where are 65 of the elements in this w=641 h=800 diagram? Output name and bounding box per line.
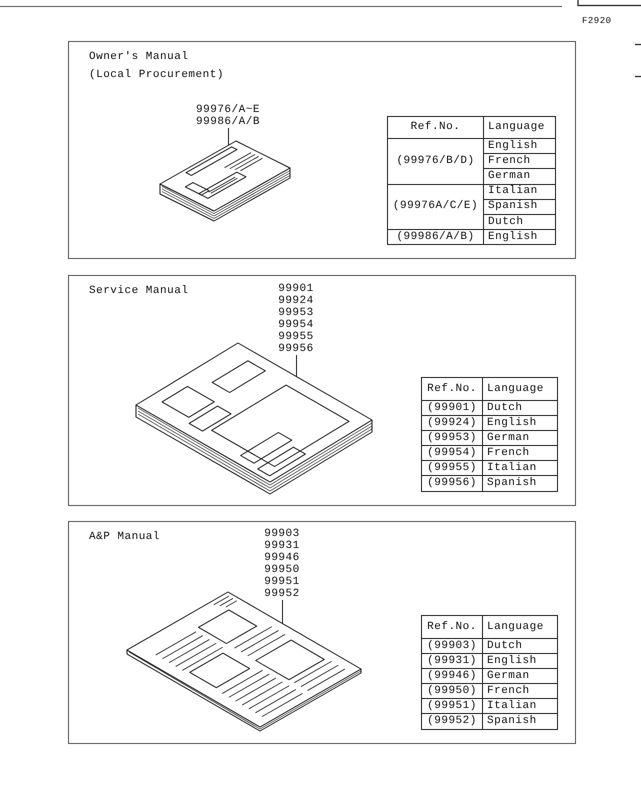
language-name: Dutch (487, 402, 523, 415)
language-name: Dutch (488, 216, 524, 229)
part-number: 99955 (277, 331, 315, 343)
language-name: Italian (488, 185, 538, 198)
language-name: French (488, 154, 531, 168)
language-name: English (487, 416, 537, 430)
ref-number: (99954) (427, 446, 477, 460)
ref-number: (99901) (427, 402, 477, 415)
ref-number: (99953) (427, 432, 477, 445)
ref-number: (99952) (427, 715, 477, 728)
ref-number: (99951) (427, 700, 477, 713)
part-number: 99954 (277, 319, 315, 331)
ref-number: (99976/B/D) (396, 154, 475, 168)
ref-number: (99950) (427, 684, 477, 698)
part-number: 99903 (263, 528, 301, 540)
part-number: 99901 (277, 283, 315, 295)
column-header: Language (487, 382, 544, 396)
language-name: English (488, 230, 538, 244)
part-number: 99952 (263, 588, 301, 600)
ref-number: (99976A/C/E) (392, 200, 478, 214)
figure-code: F2920 (582, 16, 612, 26)
part-number: 99924 (277, 295, 315, 307)
part-number: 99953 (277, 307, 315, 319)
panel-heading: A&P Manual (89, 530, 160, 545)
panel-frame (68, 521, 576, 744)
language-name: Italian (487, 700, 537, 713)
language-name: English (487, 654, 537, 668)
language-name: German (487, 670, 530, 683)
language-name: Spanish (487, 715, 537, 728)
part-number: 99951 (263, 576, 301, 588)
ref-number: (99946) (427, 670, 477, 683)
part-number: 99976/A~E (195, 104, 261, 116)
panel-heading: Service Manual (89, 284, 188, 299)
column-header: Ref.No. (427, 620, 477, 634)
column-header: Language (488, 121, 545, 134)
column-header: Language (487, 620, 544, 634)
panel-heading: Owner's Manual (89, 50, 190, 65)
ref-number: (99986/A/B) (396, 230, 475, 244)
language-name: Italian (487, 462, 537, 475)
language-name: English (488, 140, 538, 153)
language-name: Spanish (488, 200, 538, 214)
column-header: Ref.No. (427, 382, 477, 396)
column-header: Ref.No. (410, 121, 460, 134)
ref-number: (99931) (427, 654, 477, 668)
leader-line (282, 600, 283, 624)
ref-number: (99956) (427, 477, 477, 490)
panel-heading: (Local Procurement) (89, 68, 224, 83)
ref-number: (99903) (427, 640, 477, 653)
part-number: 99931 (263, 540, 301, 552)
part-number: 99956 (277, 343, 315, 355)
leader-line (228, 128, 229, 146)
language-name: Dutch (487, 640, 523, 653)
leader-line (296, 354, 297, 378)
part-number: 99950 (263, 564, 301, 576)
language-name: Spanish (487, 477, 537, 490)
ref-number: (99955) (427, 462, 477, 475)
panel-frame (68, 41, 576, 259)
language-name: German (487, 432, 530, 445)
part-number: 99986/A/B (195, 116, 261, 128)
panel-frame (68, 275, 576, 506)
part-number: 99946 (263, 552, 301, 564)
language-name: French (487, 446, 530, 460)
language-name: French (487, 684, 530, 698)
language-name: German (488, 170, 531, 183)
ref-number: (99924) (427, 416, 477, 430)
